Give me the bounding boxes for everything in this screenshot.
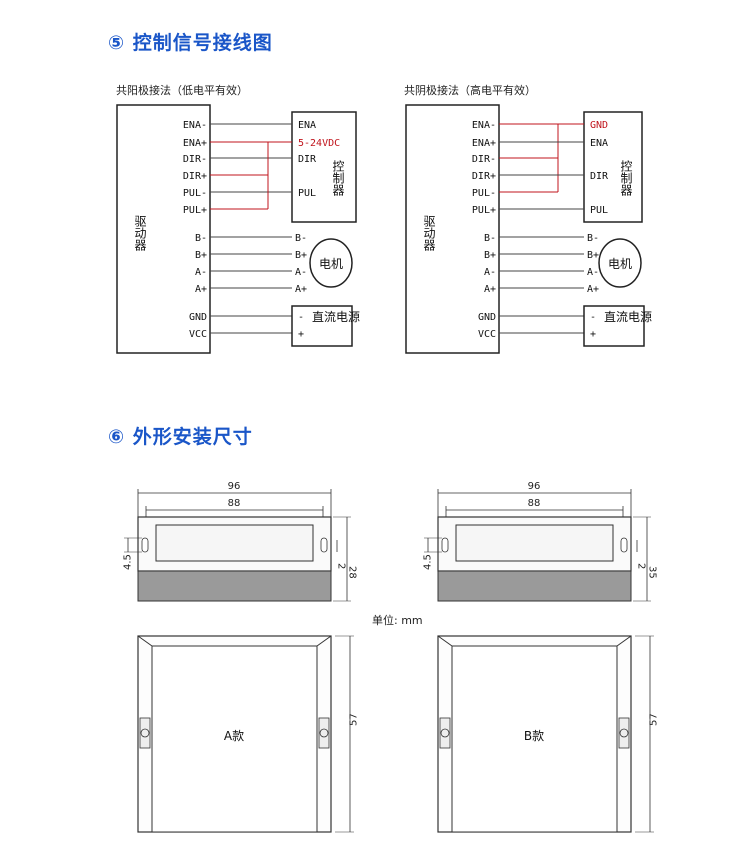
right-pin-label: DIR+: [472, 171, 496, 182]
left-driver-box: [116, 104, 211, 354]
right-pin-label: ENA+: [472, 138, 496, 149]
right-motor-wires: [499, 236, 584, 289]
model-b-depth: 57: [649, 713, 660, 726]
left-pin-label: ENA+: [183, 138, 207, 149]
left-wiring-diagram: 驱动器 ENA- ENA+ DIR- DIR+ PUL- PUL+ B- B+ …: [116, 104, 360, 354]
left-controller-input: DIR: [298, 154, 317, 165]
left-pin-label: DIR-: [183, 154, 207, 165]
dimensions-section-title: ⑥ 外形安装尺寸: [108, 426, 253, 448]
left-controller-input: PUL: [298, 188, 316, 199]
left-motor-pin: A+: [295, 284, 307, 295]
left-pin-label: PUL-: [183, 188, 207, 199]
unit-note: 单位: mm: [372, 614, 423, 627]
left-pin-label: VCC: [189, 329, 207, 340]
left-power-minus: -: [298, 312, 304, 323]
model-a-outer-width: 96: [228, 481, 241, 492]
right-pin-label: ENA-: [472, 120, 496, 131]
left-motor-label: 电机: [319, 257, 343, 271]
right-power-box: [583, 305, 645, 347]
right-controller-input: ENA: [590, 138, 608, 149]
model-a-left-screw-icon: [140, 728, 150, 738]
left-pin-label: ENA-: [183, 120, 207, 131]
left-motor-pin: B+: [295, 250, 307, 261]
right-power-plus: +: [590, 329, 596, 340]
right-driver-pins: ENA- ENA+ DIR- DIR+ PUL- PUL+ B- B+ A- A…: [472, 120, 496, 340]
right-power-label: 直流电源: [604, 310, 652, 324]
model-b-hole-pitch: 88: [528, 498, 541, 509]
model-a-top-view: A款 57: [137, 635, 360, 833]
left-motor-wires: [210, 236, 292, 289]
model-a-depth: 57: [349, 713, 360, 726]
right-controller-label: 控制器: [619, 160, 633, 197]
right-pin-label: PUL-: [472, 188, 496, 199]
model-b-height-1: 35: [647, 566, 658, 579]
model-b-top-view: B款 57: [437, 635, 660, 833]
right-power-wires: [499, 315, 584, 334]
left-driver-pins: ENA- ENA+ DIR- DIR+ PUL- PUL+ B- B+ A- A…: [183, 120, 207, 340]
model-a-height-1: 28: [347, 566, 358, 579]
left-motor-pin: B-: [295, 233, 307, 244]
left-pin-label: DIR+: [183, 171, 207, 182]
right-pin-label: B-: [484, 233, 496, 244]
left-power-box: [291, 305, 353, 347]
left-controller-box: [291, 111, 357, 223]
right-pin-label: A-: [484, 267, 496, 278]
left-controller-input: 5-24VDC: [298, 138, 340, 149]
right-common-wire: [499, 123, 584, 193]
right-wiring-diagram: 驱动器 ENA- ENA+ DIR- DIR+ PUL- PUL+ B- B+ …: [405, 104, 652, 354]
left-power-wires: [210, 315, 292, 334]
model-b-name: B款: [524, 729, 544, 743]
left-pin-label: B-: [195, 233, 207, 244]
model-a-name: A款: [224, 729, 244, 743]
model-a-hole-pitch: 88: [228, 498, 241, 509]
right-motor-circle: [598, 238, 642, 288]
right-driver-box: [405, 104, 500, 354]
model-b-height-2: 2: [636, 563, 647, 569]
wiring-section-title: ⑤ 控制信号接线图: [108, 32, 273, 54]
left-pin-label: PUL+: [183, 205, 207, 216]
right-pin-label: A+: [484, 284, 496, 295]
right-motor-label: 电机: [608, 257, 632, 271]
model-a-right-screw-icon: [319, 728, 329, 738]
left-power-label: 直流电源: [312, 310, 360, 324]
right-wiring-subtitle: 共阴极接法（高电平有效）: [404, 84, 536, 97]
right-pin-label: DIR-: [472, 154, 496, 165]
model-a-hole-dia: 4.5: [123, 554, 134, 570]
right-controller-input: GND: [590, 120, 608, 131]
model-b-outer-width: 96: [528, 481, 541, 492]
right-motor-pin: B-: [587, 233, 599, 244]
left-motor-circle: [309, 238, 353, 288]
right-pin-label: VCC: [478, 329, 496, 340]
left-controller-input: ENA: [298, 120, 316, 131]
left-pin-label: A+: [195, 284, 207, 295]
right-driver-label: 驱动器: [422, 215, 436, 252]
model-b-right-screw-icon: [619, 728, 629, 738]
right-pin-label: B+: [484, 250, 496, 261]
model-a-front-view: 96 88 4.5 28 2: [123, 481, 358, 602]
right-controller-input: DIR: [590, 171, 609, 182]
model-b-left-screw-icon: [440, 728, 450, 738]
right-pin-label: PUL+: [472, 205, 496, 216]
left-pin-label: A-: [195, 267, 207, 278]
left-pin-label: GND: [189, 312, 207, 323]
model-b-hole-dia: 4.5: [423, 554, 434, 570]
right-pin-label: GND: [478, 312, 496, 323]
left-motor-pin: A-: [295, 267, 307, 278]
right-motor-pin: A+: [587, 284, 599, 295]
left-wiring-subtitle: 共阳极接法（低电平有效）: [116, 84, 248, 97]
left-common-wire: [210, 141, 292, 210]
left-controller-label: 控制器: [331, 160, 345, 197]
right-controller-box: [583, 111, 643, 223]
right-motor-pin: A-: [587, 267, 599, 278]
left-pin-label: B+: [195, 250, 207, 261]
model-b-front-view: 96 88 4.5 35 2: [423, 481, 658, 602]
left-power-plus: +: [298, 329, 304, 340]
right-motor-pin: B+: [587, 250, 599, 261]
left-driver-label: 驱动器: [133, 215, 147, 252]
model-a-height-2: 2: [336, 563, 347, 569]
right-controller-input: PUL: [590, 205, 608, 216]
right-power-minus: -: [590, 312, 596, 323]
